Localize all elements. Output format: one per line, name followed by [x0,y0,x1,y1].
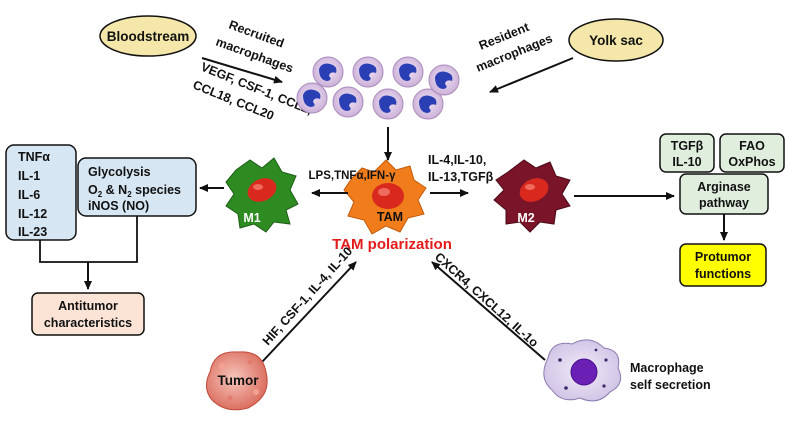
yolk-sac-node: Yolk sac [568,18,664,62]
monocyte [428,64,460,96]
tumor-cell: Tumor [206,351,268,411]
tumor-factors-label: HIF, CSF-1, IL-4, IL-10 [260,244,355,348]
protumor-label-1: Protumor [695,250,751,264]
arginase-box: Arginase pathway [679,173,769,215]
glycolysis-label: Glycolysis [88,165,151,179]
m2-stimuli-label-2: IL-13,TGFβ [428,170,494,184]
m1-cell: M1 [225,157,299,233]
self-to-tam-arrow [431,261,546,361]
self-factors-label: CXCR4, CXCL12, IL-1o [432,250,541,350]
m1-stimuli-label: LPS,TNFα,IFN-γ [309,170,397,182]
protumor-label-2: functions [695,267,751,281]
m1-cytokine-3: IL-12 [18,207,47,221]
monocyte [296,82,328,114]
m1-cytokine-1: IL-1 [18,169,40,183]
tam-polarization-label: TAM polarization [332,236,452,253]
m1-cytokine-2: IL-6 [18,188,40,202]
m2-label: M2 [517,211,534,225]
fao-box: FAO OxPhos [719,133,785,173]
monocyte [312,56,344,88]
monocyte [332,86,364,118]
protumor-box: Protumor functions [679,243,767,287]
self-secretion-label-1: Macrophage [630,361,704,375]
arginase-label-1: Arginase [697,180,751,194]
arginase-label-2: pathway [699,196,749,210]
tgf-label: TGFβ [671,139,704,153]
tam-label: TAM [377,210,403,224]
m1-metabolism-box: Glycolysis O2 & N2 species iNOS (NO) [77,157,197,217]
monocyte-cluster [296,56,460,120]
bloodstream-node: Bloodstream [99,15,197,57]
inos-label: iNOS (NO) [88,199,149,213]
yolk-sac-label: Yolk sac [589,33,643,48]
reactive-species-label: O2 & N2 species [88,183,181,199]
self-secreting-macrophage: Macrophage self secretion [543,339,711,402]
antitumor-label-2: characteristics [44,316,132,330]
tgf-box: TGFβ IL-10 [659,133,715,173]
m1-cytokine-0: TNFα [18,150,50,164]
m1-cytokine-box: TNFα IL-1 IL-6 IL-12 IL-23 [5,144,77,241]
monocyte [392,56,424,88]
tumor-to-tam-arrow [261,261,357,363]
bloodstream-label: Bloodstream [107,29,190,44]
m1-cytokine-4: IL-23 [18,225,47,239]
tumor-label: Tumor [218,373,260,388]
m2-stimuli-label-1: IL-4,IL-10, [428,153,486,167]
tam-cell: TAM [343,159,427,235]
monocyte [372,88,404,120]
m1-label: M1 [243,211,260,225]
antitumor-label-1: Antitumor [58,299,118,313]
recruited-arrow [201,57,283,84]
self-secretion-label-2: self secretion [630,378,711,392]
monocyte [412,88,444,120]
m2-cell: M2 [493,159,571,233]
fao-label: FAO [739,139,765,153]
monocyte [352,56,384,88]
oxphos-label: OxPhos [728,155,775,169]
il10-label: IL-10 [672,155,701,169]
resident-arrow [489,57,574,93]
antitumor-box: Antitumor characteristics [31,292,145,336]
